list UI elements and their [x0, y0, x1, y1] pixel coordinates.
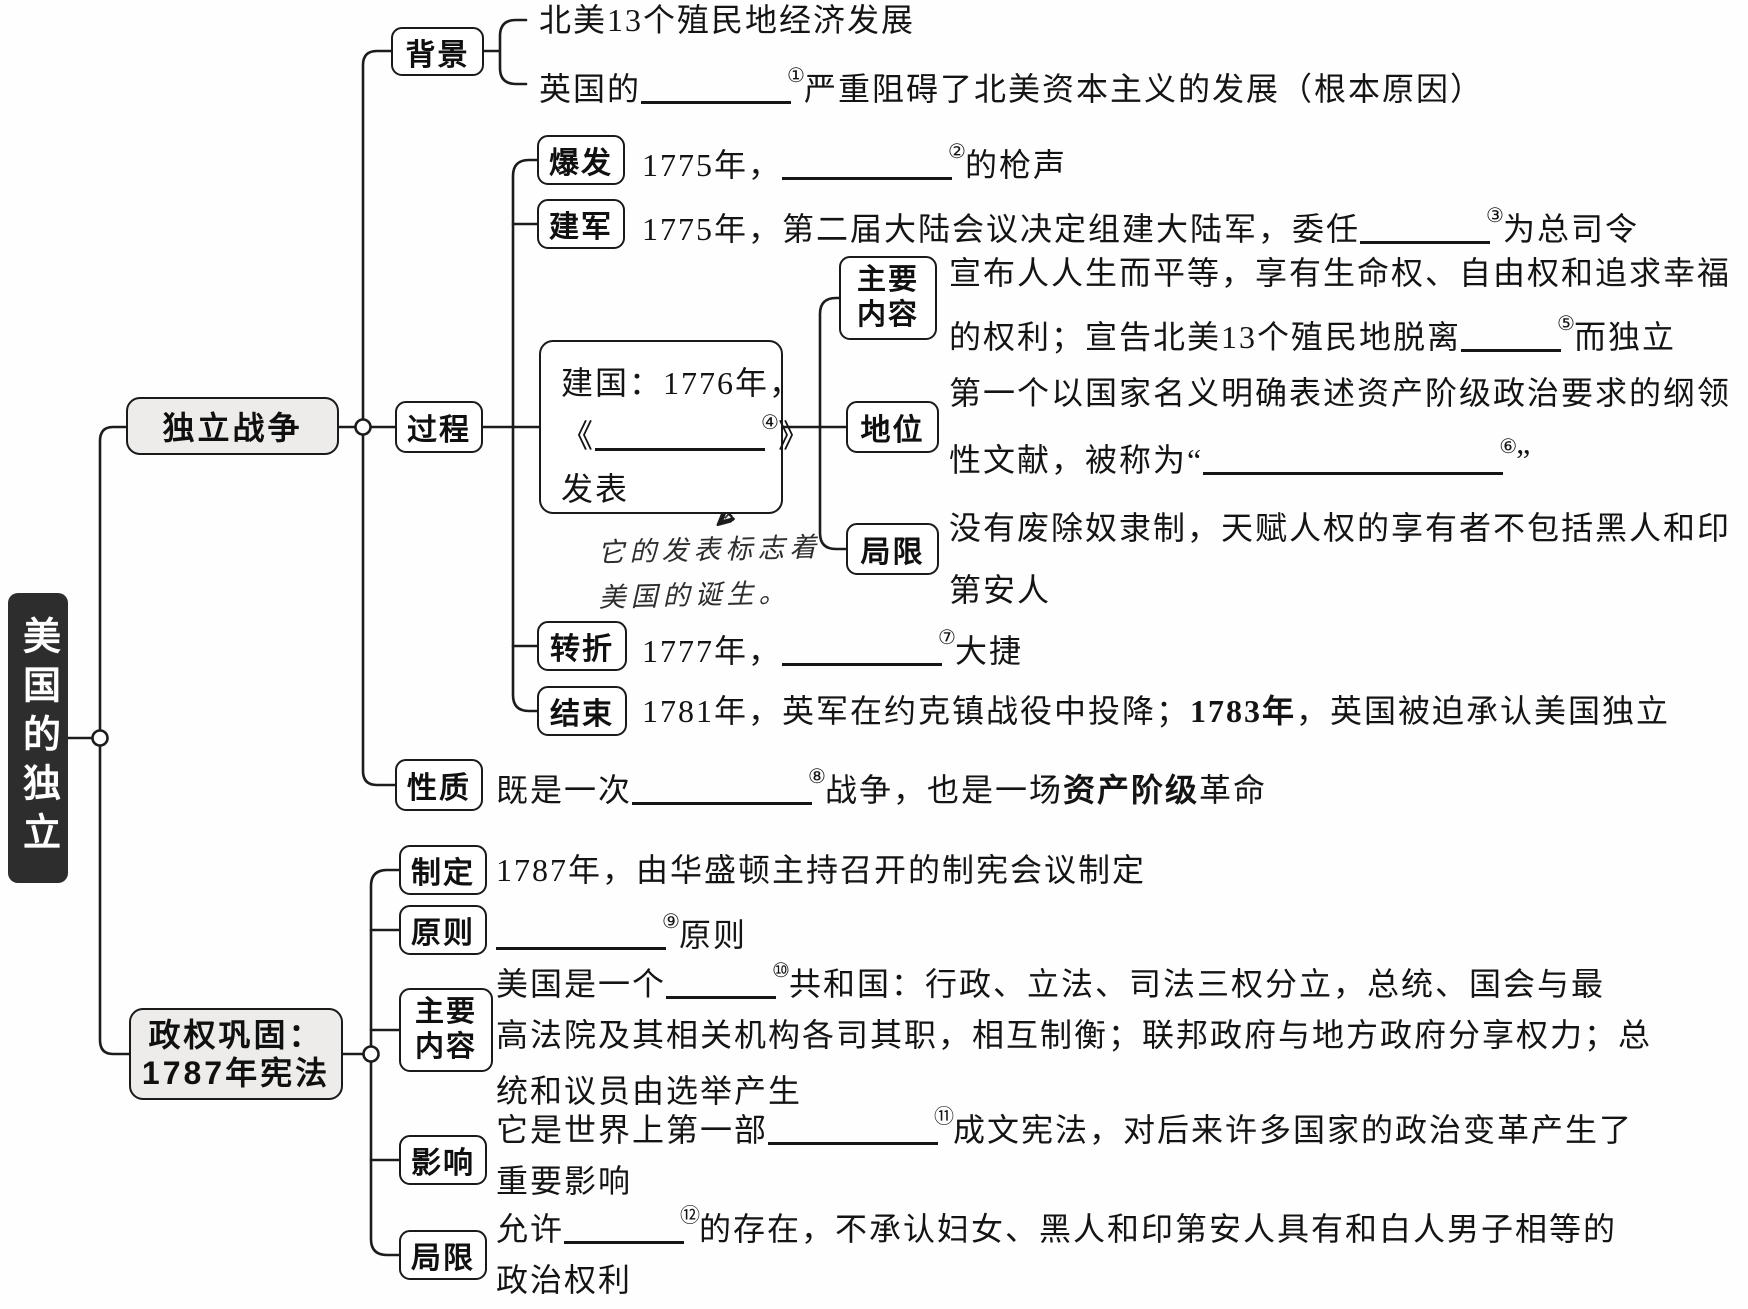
text-background-item1: 北美13个殖民地经济发展 [539, 2, 916, 38]
circled-number: ⑥ [1499, 436, 1518, 458]
circled-number: ⑪ [934, 1106, 955, 1128]
node-status: 地位 [846, 401, 939, 453]
circled-number: ⑫ [680, 1205, 701, 1227]
node-process: 过程 [395, 401, 483, 453]
handwritten-note: 它的发表标志着 美国的诞生。 [597, 525, 823, 621]
node-label-line2: 内容 [414, 1031, 477, 1063]
node-founding-1776: 建国：1776年， 《④》 发表 [539, 340, 810, 514]
node-label-line2: 内容 [856, 299, 919, 331]
circled-number: ⑨ [662, 911, 680, 933]
node-enactment: 制定 [399, 845, 487, 895]
text-principle: ⑨原则 [496, 910, 747, 955]
branch-node-label-line1: 政权巩固： [148, 1016, 324, 1053]
text-status-1: 第一个以国家名义明确表述资产阶级政治要求的纲领 [949, 375, 1732, 411]
blank-line [595, 418, 766, 451]
node-background: 背景 [391, 27, 484, 76]
text-declaration-content-1: 宣布人人生而平等，享有生命权、自由权和追求幸福 [949, 255, 1732, 291]
circled-number: ⑤ [1557, 313, 1575, 335]
node-main-content-constitution: 主要 内容 [399, 988, 493, 1072]
node-war-end: 结束 [537, 686, 627, 736]
circled-number: ② [948, 141, 966, 163]
node-outbreak: 爆发 [537, 135, 625, 185]
node-army-founding: 建军 [537, 199, 625, 249]
node-limitation-constitution: 局限 [399, 1230, 487, 1280]
founding-line3: 发表 [561, 471, 630, 507]
text-outbreak: 1775年，②的枪声 [642, 141, 1067, 183]
text-turning-point: 1777年，⑦大捷 [642, 627, 1023, 669]
blank-line [496, 917, 666, 950]
junction-dot-war [354, 418, 372, 436]
circled-number: ③ [1486, 205, 1504, 227]
blank-line [564, 1211, 685, 1244]
circled-number: ⑩ [772, 960, 790, 982]
blank-line [782, 633, 943, 666]
text-constitution-content-2: 高法院及其相关机构各司其职，相互制衡；联邦政府与地方政府分享权力；总 [496, 1017, 1653, 1053]
node-nature: 性质 [395, 759, 483, 811]
text-enactment: 1787年，由华盛顿主持召开的制宪会议制定 [496, 852, 1147, 888]
node-turning-point: 转折 [537, 621, 627, 671]
text-constitution-content-3: 统和议员由选举产生 [496, 1073, 803, 1109]
blank-line [1203, 442, 1504, 475]
blank-line [1360, 211, 1491, 244]
text-status-2: 性文献，被称为“⑥” [949, 436, 1533, 478]
blank-line [768, 1112, 939, 1145]
root-node-american-independence: 美国的独立 [8, 593, 68, 883]
junction-dot-root [91, 729, 109, 747]
circled-number: ④ [761, 412, 779, 434]
handwritten-note-line2: 美国的诞生。 [598, 577, 791, 614]
node-impact: 影响 [399, 1135, 487, 1185]
circled-number: ① [787, 65, 805, 87]
handwritten-note-line1: 它的发表标志着 [597, 532, 822, 569]
text-limitation-declaration-2: 第安人 [949, 572, 1052, 608]
node-label-line1: 主要 [856, 264, 919, 297]
founding-line1: 建国：1776年， [561, 365, 804, 401]
branch-node-label-line2: 1787年宪法 [141, 1055, 331, 1091]
blank-line [782, 147, 953, 180]
circled-number: ⑧ [808, 766, 826, 788]
node-main-content-declaration: 主要 内容 [839, 256, 937, 340]
circled-number: ⑦ [938, 627, 956, 649]
blank-line [641, 71, 792, 104]
node-principle: 原则 [399, 905, 487, 955]
blank-line [1461, 319, 1562, 352]
node-limitation-declaration: 局限 [846, 523, 939, 575]
branch-node-1787-constitution: 政权巩固： 1787年宪法 [129, 1008, 343, 1100]
node-label-line1: 主要 [414, 996, 477, 1029]
junction-dot-constitution [362, 1045, 380, 1063]
text-limitation-declaration-1: 没有废除奴隶制，天赋人权的享有者不包括黑人和印 [949, 510, 1732, 546]
founding-line2: 《④》 [561, 412, 812, 454]
branch-node-independence-war: 独立战争 [126, 397, 339, 455]
blank-line [632, 772, 813, 805]
text-limitation-constitution-2: 政治权利 [496, 1262, 633, 1298]
text-impact-2: 重要影响 [496, 1163, 633, 1199]
blank-line [666, 966, 777, 999]
text-war-end: 1781年，英军在约克镇战役中投降；1783年，英国被迫承认美国独立 [642, 693, 1671, 729]
